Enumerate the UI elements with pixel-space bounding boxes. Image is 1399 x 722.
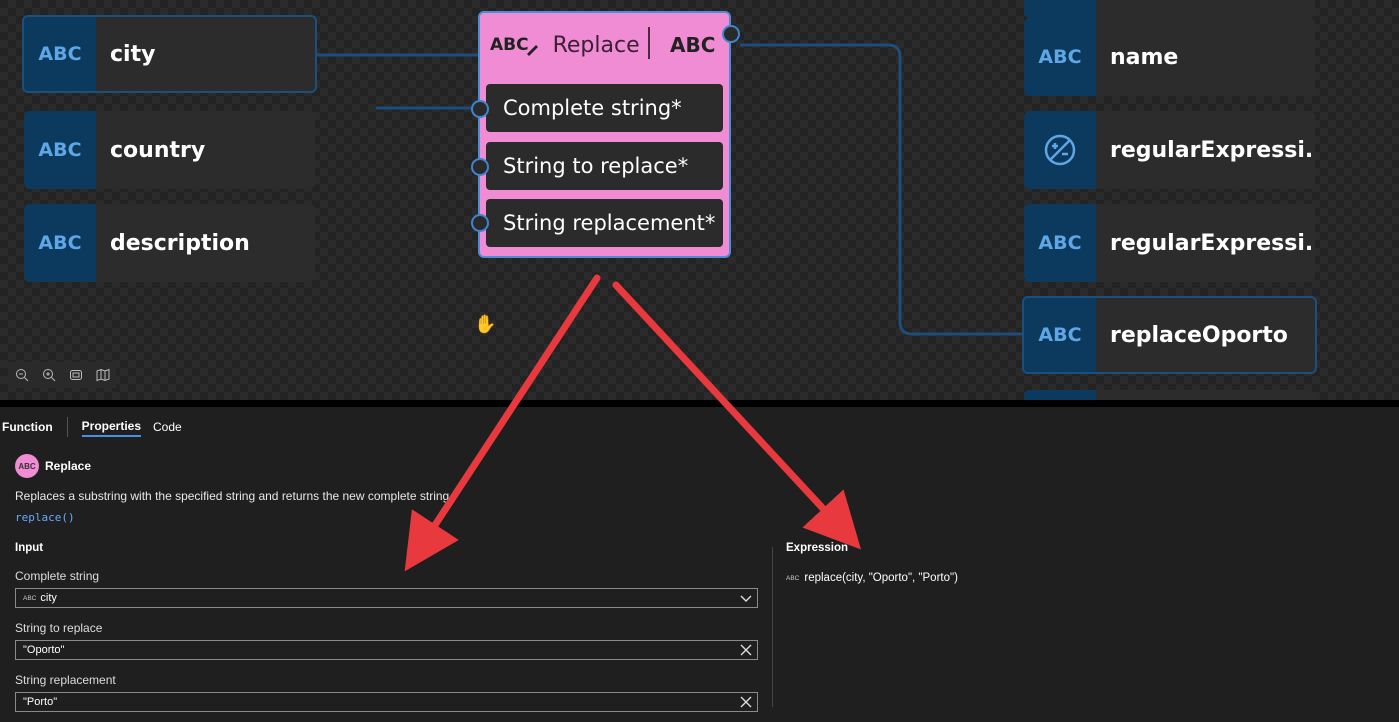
string-type-tag: ABC [23,594,37,602]
pen-icon [526,45,538,56]
map-icon[interactable] [96,368,110,382]
target-node-replace-oporto[interactable]: ABC replaceOporto [1022,296,1317,374]
node-label: regularExpressi... [1110,137,1315,163]
zoom-in-icon[interactable] [42,368,56,382]
header-separator [648,27,650,59]
replace-function-node[interactable]: ABC Replace ABC Complete string* String … [478,11,731,258]
input-port-string-to-replace[interactable] [471,158,489,176]
param-complete-string[interactable]: Complete string* [486,84,723,132]
tab-function[interactable]: Function [2,420,53,434]
node-label: replaceOporto [1110,322,1288,348]
function-signature: replace() [15,511,75,524]
complete-string-select[interactable]: ABC city [15,588,758,608]
function-node-header: ABC Replace ABC [480,13,729,77]
target-node-top-partial [1024,0,1315,18]
node-label: city [110,41,156,67]
connection-wires [316,43,1022,336]
input-port-complete-string[interactable] [471,100,489,118]
input-port-string-replacement[interactable] [471,214,489,232]
string-function-icon: ABC [490,35,529,55]
expression-text: replace(city, "Oporto", "Porto") [804,572,958,584]
string-type-badge: ABC [1024,204,1096,282]
input-value: "Oporto" [23,644,65,656]
target-node-regular-expression-2[interactable]: ABC regularExpressi... [1024,204,1315,282]
string-type-badge: ABC [1024,18,1096,96]
select-value: city [40,592,57,604]
function-description: Replaces a substring with the specified … [15,489,453,503]
tab-properties[interactable]: Properties [81,417,142,437]
string-type-badge: ABC [24,204,96,282]
regex-icon [1044,134,1076,166]
string-replacement-input[interactable]: "Porto" [15,692,758,712]
node-label: description [110,230,250,256]
string-type-badge: ABC [24,17,96,91]
input-heading: Input [15,542,44,554]
string-function-icon: ABC [15,454,39,478]
tab-code[interactable]: Code [153,420,182,434]
fit-to-screen-icon[interactable] [69,368,83,382]
field-label-string-to-replace: String to replace [15,621,103,635]
output-port[interactable] [722,25,740,43]
mapping-canvas[interactable]: ABC city ABC country ABC description ABC… [0,0,1399,400]
target-node-regular-expression-1[interactable]: regularExpressi... [1024,111,1315,189]
clear-icon[interactable] [740,696,752,708]
field-label-string-replacement: String replacement [15,673,116,687]
node-label: name [1110,44,1179,70]
string-type-badge: ABC [1024,298,1096,372]
param-string-to-replace[interactable]: String to replace* [486,142,723,190]
function-header: ABC Replace [15,454,91,478]
expression-heading: Expression [786,542,848,554]
function-title: Replace [552,32,640,58]
target-node-bottom-partial [1024,390,1315,400]
properties-panel: Function Properties Code ABC Replace Rep… [0,407,1399,722]
string-type-tag: ABC [786,574,800,582]
hand-cursor-icon: ✋ [474,314,497,335]
field-label-complete-string: Complete string [15,569,100,583]
node-label: regularExpressi... [1110,230,1315,256]
tab-separator [66,417,68,437]
panel-column-separator [772,547,773,707]
param-string-replacement[interactable]: String replacement* [486,199,723,247]
input-value: "Porto" [23,696,58,708]
chevron-down-icon[interactable] [740,593,752,605]
string-type-badge: ABC [24,111,96,189]
zoom-out-icon[interactable] [15,368,29,382]
clear-icon[interactable] [740,644,752,656]
string-to-replace-input[interactable]: "Oporto" [15,640,758,660]
canvas-zoom-toolbar [8,362,116,388]
source-node-country[interactable]: ABC country [24,111,315,189]
panel-tabs: Function Properties Code [2,417,182,437]
source-node-city[interactable]: ABC city [22,15,317,93]
output-type-label: ABC [670,33,716,57]
function-name: Replace [45,459,92,473]
expression-preview: ABC replace(city, "Oporto", "Porto") [786,572,958,584]
target-node-name[interactable]: ABC name [1024,18,1315,96]
source-node-description[interactable]: ABC description [24,204,315,282]
panel-divider[interactable] [0,400,1399,407]
node-label: country [110,137,206,163]
